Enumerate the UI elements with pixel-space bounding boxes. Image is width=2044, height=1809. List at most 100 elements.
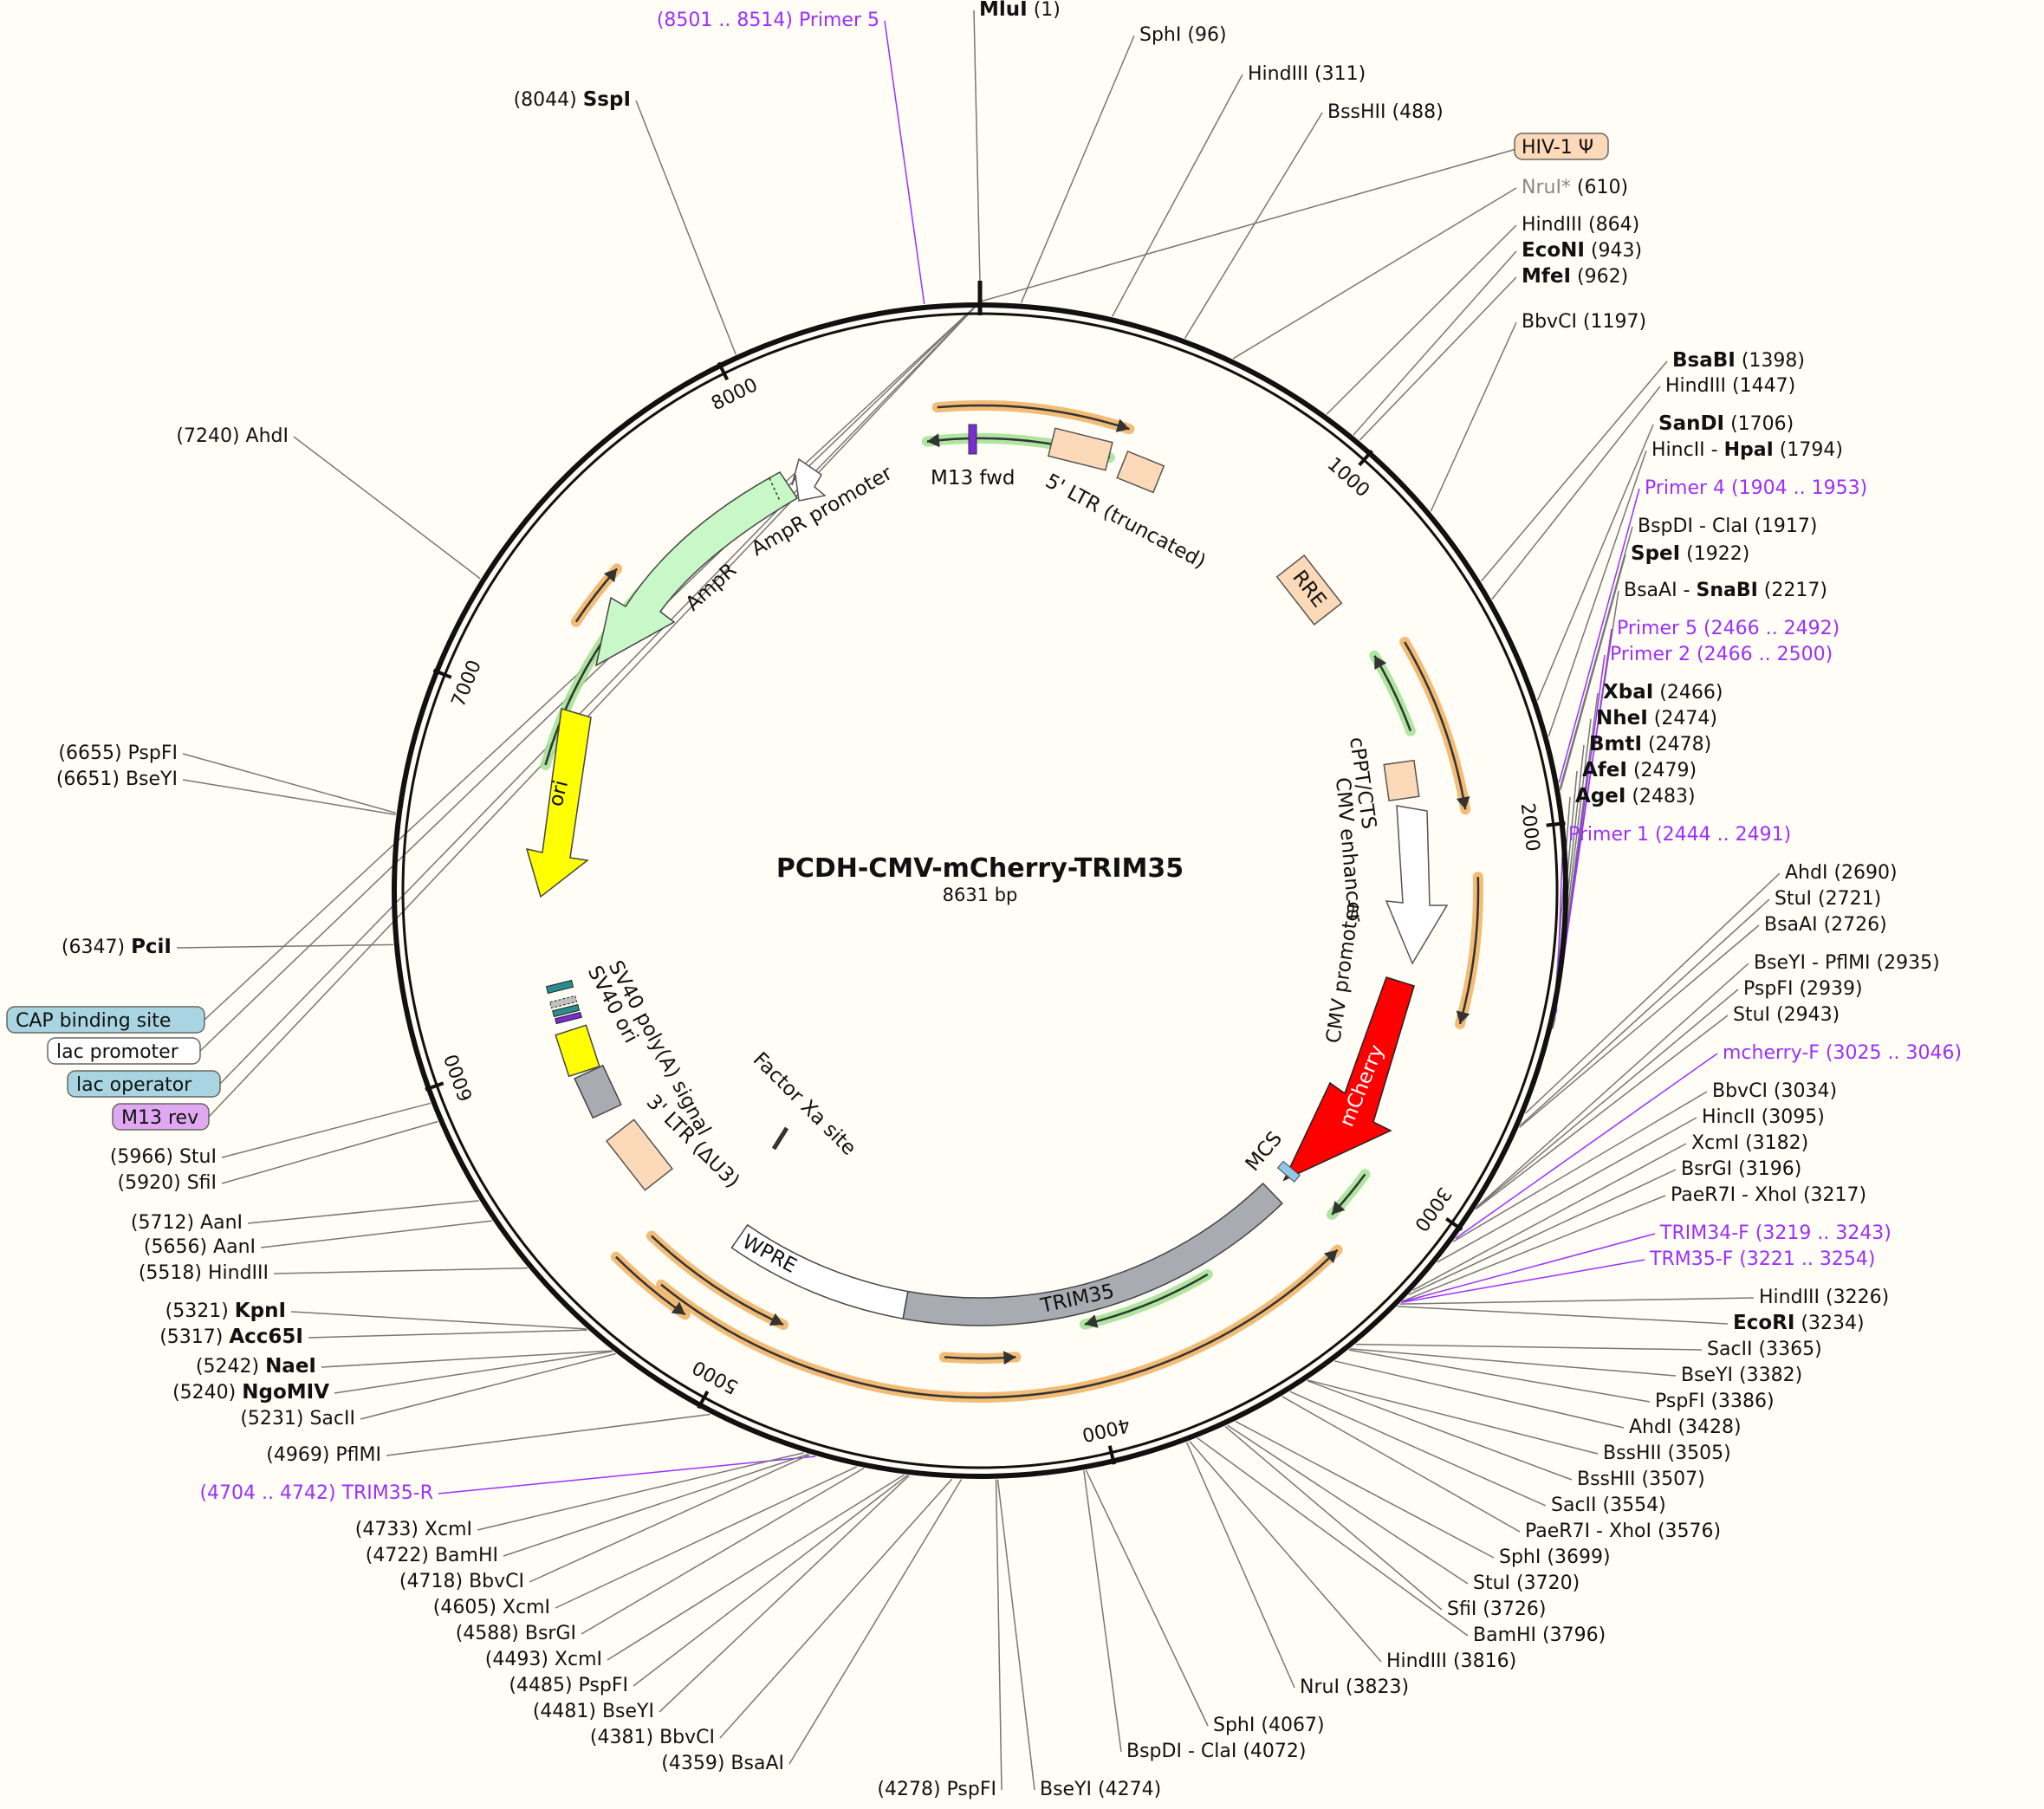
site-label-pspfi[interactable]: (4278) PspFI <box>877 1779 996 1800</box>
site-label-xcmi[interactable]: XcmI (3182) <box>1691 1132 1808 1154</box>
sv40-ori-feature[interactable] <box>574 1064 622 1119</box>
mcs-feature[interactable] <box>1276 1160 1301 1183</box>
ltr5-feature[interactable] <box>1047 427 1165 494</box>
site-label-sphi[interactable]: SphI (96) <box>1139 24 1227 46</box>
ori-arrow[interactable] <box>525 708 592 898</box>
site-label-sacii[interactable]: SacII (3554) <box>1551 1495 1666 1516</box>
site-label-bsrgi[interactable]: BsrGI (3196) <box>1681 1158 1801 1180</box>
site-label-mlui[interactable]: MluI (1) <box>979 0 1061 21</box>
site-label-hindiii[interactable]: HindIII (864) <box>1522 214 1639 236</box>
site-label-ahdi[interactable]: AhdI (3428) <box>1629 1417 1742 1438</box>
site-label-sacii[interactable]: (5231) SacII <box>240 1408 355 1430</box>
orf-green[interactable] <box>1084 1273 1209 1326</box>
site-label-primer-1[interactable]: Primer 1 (2444 .. 2491) <box>1568 824 1791 846</box>
site-label-spei[interactable]: SpeI (1922) <box>1631 542 1749 565</box>
site-label-xcmi[interactable]: (4493) XcmI <box>485 1649 602 1670</box>
site-label-bbvci[interactable]: (4381) BbvCI <box>590 1727 715 1748</box>
site-label-trim34-f[interactable]: TRIM34-F (3219 .. 3243) <box>1659 1222 1892 1244</box>
site-label-stui[interactable]: StuI (2943) <box>1733 1004 1840 1026</box>
site-label-bsaai[interactable]: BsaAI (2726) <box>1764 914 1887 936</box>
site-label-xcmi[interactable]: (4605) XcmI <box>433 1597 550 1618</box>
site-label-econi[interactable]: EcoNI (943) <box>1522 239 1642 262</box>
site-label-trm35-f[interactable]: TRM35-F (3221 .. 3254) <box>1649 1248 1875 1270</box>
wpre-feature[interactable] <box>730 1223 909 1319</box>
site-label-xcmi[interactable]: (4733) XcmI <box>355 1519 472 1540</box>
site-label-agei[interactable]: AgeI (2483) <box>1575 785 1696 807</box>
site-label-xbai[interactable]: XbaI (2466) <box>1603 681 1723 704</box>
site-label-bamhi[interactable]: (4722) BamHI <box>366 1545 498 1566</box>
site-label-hincii[interactable]: HincII (3095) <box>1702 1106 1825 1128</box>
site-label-ahdi[interactable]: (7240) AhdI <box>176 425 289 447</box>
cmv-enhancer-arrow[interactable] <box>1385 805 1449 965</box>
site-label-lac-promoter[interactable]: lac promoter <box>47 1037 201 1065</box>
site-label-sfii[interactable]: SfiI (3726) <box>1447 1598 1546 1620</box>
site-label-primer-2[interactable]: Primer 2 (2466 .. 2500) <box>1610 644 1833 665</box>
site-label-sacii[interactable]: SacII (3365) <box>1707 1339 1822 1360</box>
site-label-primer-4[interactable]: Primer 4 (1904 .. 1953) <box>1645 477 1867 499</box>
m13-fwd-marker[interactable] <box>968 424 977 455</box>
site-label-mfei[interactable]: MfeI (962) <box>1522 265 1628 288</box>
site-label-bsshii[interactable]: BssHII (3507) <box>1577 1469 1705 1490</box>
rre-feature[interactable] <box>1275 554 1343 626</box>
site-label-bspdi-clai[interactable]: BspDI - ClaI (1917) <box>1638 515 1817 537</box>
factor-xa-marker[interactable] <box>771 1126 789 1151</box>
site-label-stui[interactable]: StuI (2721) <box>1775 888 1881 910</box>
orf-orange[interactable] <box>1458 877 1480 1025</box>
ampr-promoter-arrow[interactable] <box>791 457 827 502</box>
site-label-sphi[interactable]: SphI (4067) <box>1213 1715 1325 1736</box>
site-label-hindiii[interactable]: HindIII (1447) <box>1665 375 1795 397</box>
site-label-aani[interactable]: (5656) AanI <box>144 1236 256 1258</box>
site-label-bsshii[interactable]: BssHII (488) <box>1327 101 1444 123</box>
site-label-stui[interactable]: StuI (3720) <box>1473 1572 1580 1594</box>
site-label-bspdi-clai[interactable]: BspDI - ClaI (4072) <box>1126 1741 1306 1762</box>
site-label-bseyi[interactable]: (4481) BseYI <box>533 1701 654 1722</box>
site-label-bbvci[interactable]: BbvCI (1197) <box>1522 311 1646 333</box>
sv40-polya-feature[interactable] <box>555 1024 600 1078</box>
site-label-hindiii[interactable]: HindIII (311) <box>1248 63 1366 85</box>
site-label-mcherry-f[interactable]: mcherry-F (3025 .. 3046) <box>1723 1042 1962 1064</box>
orf-orange[interactable] <box>937 404 1130 431</box>
site-label-primer-5[interactable]: (8501 .. 8514) Primer 5 <box>657 10 879 31</box>
site-label-paer7i-xhoi[interactable]: PaeR7I - XhoI (3217) <box>1671 1184 1866 1206</box>
site-label-trim35-r[interactable]: (4704 .. 4742) TRIM35-R <box>199 1482 433 1504</box>
site-label-sfii[interactable]: (5920) SfiI <box>118 1172 217 1194</box>
orf-orange[interactable] <box>651 1235 784 1326</box>
site-label-afei[interactable]: AfeI (2479) <box>1582 759 1697 781</box>
site-label-bsaai[interactable]: (4359) BsaAI <box>661 1753 784 1774</box>
site-label-nrui[interactable]: NruI (3823) <box>1300 1676 1409 1698</box>
site-label-bseyi-pflmi[interactable]: BseYI - PflMI (2935) <box>1754 952 1940 974</box>
site-label-pflmi[interactable]: (4969) PflMI <box>266 1444 381 1466</box>
site-label-primer-5[interactable]: Primer 5 (2466 .. 2492) <box>1617 618 1840 639</box>
site-label-pspfi[interactable]: PspFI (2939) <box>1743 978 1863 1000</box>
site-label-lac-operator[interactable]: lac operator <box>67 1070 221 1098</box>
site-label-bseyi[interactable]: BseYI (4274) <box>1040 1779 1161 1800</box>
site-label-bsrgi[interactable]: (4588) BsrGI <box>456 1623 576 1644</box>
ltr3-feature[interactable] <box>606 1118 673 1191</box>
site-label-pspfi[interactable]: (4485) PspFI <box>509 1675 628 1696</box>
orf-orange[interactable] <box>660 1248 1339 1399</box>
site-label-m13-rev[interactable]: M13 rev <box>112 1103 210 1131</box>
site-label-hiv-1-[interactable]: HIV-1 Ψ <box>1514 133 1609 160</box>
site-label-hincii-hpai[interactable]: HincII - HpaI (1794) <box>1651 439 1843 461</box>
site-label-stui[interactable]: (5966) StuI <box>110 1146 217 1168</box>
site-label-bsaai-snabi[interactable]: BsaAI - SnaBI (2217) <box>1624 580 1827 601</box>
site-label-naei[interactable]: (5242) NaeI <box>196 1355 316 1378</box>
site-label-kpni[interactable]: (5321) KpnI <box>165 1300 286 1322</box>
site-label-bseyi[interactable]: BseYI (3382) <box>1681 1365 1802 1386</box>
site-label-ahdi[interactable]: AhdI (2690) <box>1785 862 1898 884</box>
site-label-bseyi[interactable]: (6651) BseYI <box>56 768 178 790</box>
site-label-bmti[interactable]: BmtI (2478) <box>1589 733 1711 755</box>
site-label-aani[interactable]: (5712) AanI <box>131 1212 243 1234</box>
site-label-bbvci[interactable]: (4718) BbvCI <box>399 1571 524 1592</box>
site-label-pcii[interactable]: (6347) PciI <box>62 936 172 958</box>
site-label-ecori[interactable]: EcoRI (3234) <box>1733 1312 1865 1334</box>
site-label-nrui-[interactable]: NruI* (610) <box>1522 177 1628 198</box>
ampr-arrow[interactable] <box>594 471 799 667</box>
site-label-pspfi[interactable]: (6655) PspFI <box>58 742 178 764</box>
cppt-feature[interactable] <box>1383 759 1420 802</box>
site-label-hindiii[interactable]: HindIII (3226) <box>1759 1287 1889 1308</box>
site-label-bsabi[interactable]: BsaBI (1398) <box>1672 349 1805 372</box>
site-label-paer7i-xhoi[interactable]: PaeR7I - XhoI (3576) <box>1525 1520 1721 1542</box>
mcherry-arrow[interactable] <box>1282 976 1415 1182</box>
site-label-hindiii[interactable]: HindIII (3816) <box>1386 1650 1516 1672</box>
